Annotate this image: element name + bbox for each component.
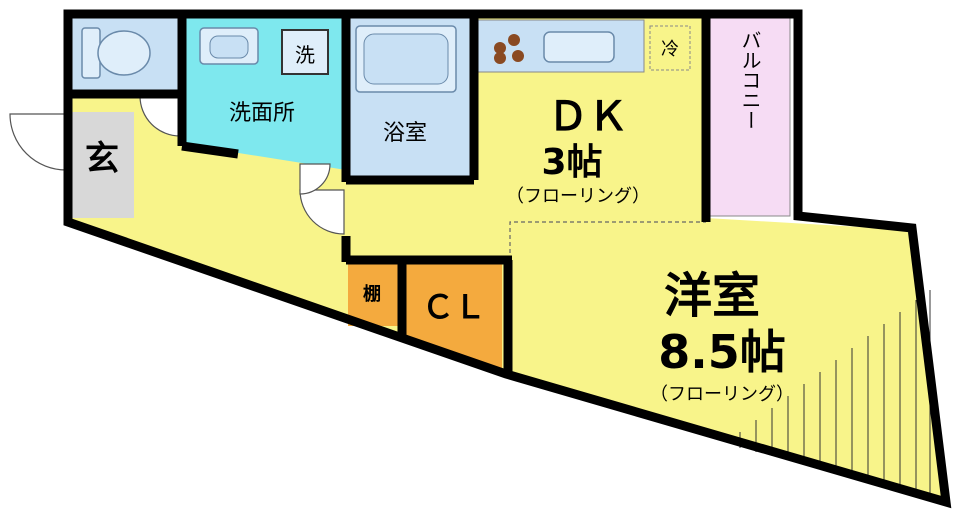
western-size-label: 8.5帖 bbox=[658, 325, 786, 379]
window-right bbox=[921, 289, 941, 441]
fridge-space bbox=[649, 25, 691, 71]
western-name-label: 洋室 bbox=[664, 268, 760, 324]
washbasin-icon bbox=[199, 27, 259, 65]
window-hatching bbox=[739, 290, 931, 495]
washroom-label: 洗面所 bbox=[229, 101, 295, 126]
entrance-area bbox=[70, 112, 134, 218]
balcony-label: バルコニー bbox=[738, 30, 762, 130]
washroom-door bbox=[299, 163, 331, 195]
window-bottom bbox=[599, 403, 737, 443]
stove-icon bbox=[494, 34, 524, 64]
outer-walls bbox=[63, 9, 952, 509]
dk-size-label: 3帖 bbox=[541, 142, 602, 183]
wall-washroom-bottom bbox=[181, 141, 239, 159]
western-floor-label: （フローリング） bbox=[650, 384, 794, 405]
toilet-icon bbox=[81, 27, 151, 79]
bathtub-icon bbox=[355, 25, 457, 93]
washer-label: 洗 bbox=[295, 43, 315, 67]
washer-space bbox=[281, 29, 329, 75]
sink-icon bbox=[543, 31, 615, 63]
entrance-door bbox=[9, 113, 67, 171]
bathroom-label: 浴室 bbox=[383, 121, 427, 146]
shelf-area bbox=[348, 262, 400, 326]
closet-label: ＣＬ bbox=[422, 288, 486, 326]
dk-name-label: ＤＫ bbox=[548, 94, 628, 140]
entrance-label: 玄 bbox=[85, 139, 119, 179]
shelf-label: 棚 bbox=[363, 283, 381, 305]
fridge-label: 冷 bbox=[661, 39, 679, 60]
dk-floor-label: （フローリング） bbox=[506, 186, 650, 207]
